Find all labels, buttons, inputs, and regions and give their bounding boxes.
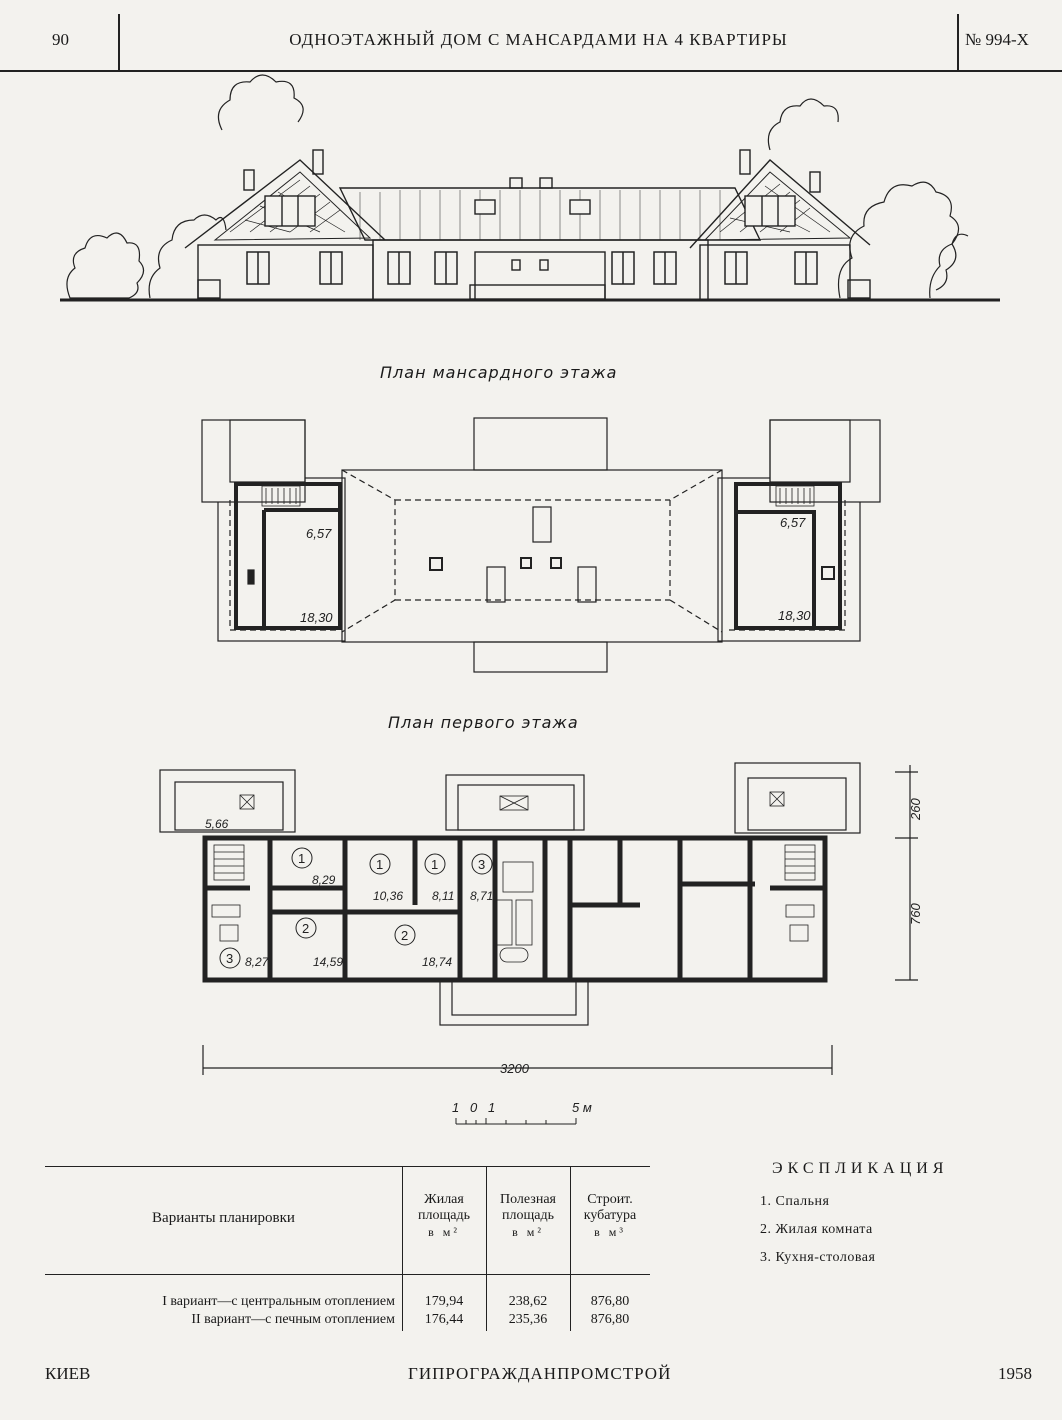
scale-tick-label: 0 [470, 1100, 478, 1115]
tree-left [66, 74, 304, 299]
header-divider [957, 14, 959, 70]
table-divider [570, 1166, 571, 1331]
explication-legend: ЭКСПЛИКАЦИЯ 1. Спальня 2. Жилая комната … [760, 1160, 948, 1266]
explication-item: 1. Спальня [760, 1194, 830, 1209]
room-marker: 1 [376, 857, 383, 872]
table-row-label: I вариант—с центральным отоплением [162, 1294, 395, 1309]
project-number: № 994-Х [965, 30, 1029, 49]
room-marker: 3 [478, 857, 485, 872]
ground-floor-plan [159, 762, 918, 1075]
room-marker: 1 [298, 851, 305, 866]
ground-area-label: 8,11 [432, 889, 454, 903]
room-markers: 1 1 1 3 2 2 3 [219, 847, 493, 969]
scale-tick-label: 1 [488, 1100, 495, 1115]
table-divider [486, 1166, 487, 1331]
page-number: 90 [52, 30, 69, 49]
ground-area-label: 10,36 [373, 889, 403, 903]
page-title: ОДНОЭТАЖНЫЙ ДОМ С МАНСАРДАМИ НА 4 КВАРТИ… [289, 30, 788, 49]
attic-area-label: 6,57 [780, 515, 806, 530]
header-divider [118, 14, 120, 70]
ground-area-label: 14,59 [313, 955, 343, 969]
ground-area-label: 8,71 [470, 889, 493, 903]
table-cell: 235,36 [508, 1312, 548, 1327]
footer-publisher: ГИПРОГРАЖДАНПРОМСТРОЙ [408, 1364, 672, 1383]
ground-area-label: 18,74 [422, 955, 452, 969]
table-rule [45, 1274, 650, 1275]
table-cell: 179,94 [424, 1294, 464, 1309]
tree-right [767, 98, 969, 299]
scale-end-label: 5 м [572, 1100, 592, 1115]
table-row-header: Варианты планировки [152, 1210, 295, 1226]
table-column-header: Полезная площадь в м² [500, 1192, 556, 1239]
dimension-width-label: 3200 [500, 1061, 530, 1076]
explication-title: ЭКСПЛИКАЦИЯ [772, 1160, 949, 1177]
table-cell: 176,44 [424, 1312, 464, 1327]
attic-area-label: 18,30 [300, 610, 333, 625]
attic-area-labels: 6,57 18,30 6,57 18,30 [300, 515, 811, 625]
attic-floor-plan [201, 417, 881, 673]
page-header: 90 ОДНОЭТАЖНЫЙ ДОМ С МАНСАРДАМИ НА 4 КВА… [0, 0, 1062, 72]
ground-area-label: 8,29 [312, 873, 336, 887]
attic-area-label: 18,30 [778, 608, 811, 623]
table-divider [402, 1166, 403, 1331]
dimension-depth-label: 760 [908, 903, 923, 925]
room-marker: 2 [302, 921, 309, 936]
table-cell: 238,62 [508, 1294, 548, 1309]
explication-item: 2. Жилая комната [760, 1222, 873, 1237]
table-column-header: Строит. кубатура в м³ [583, 1192, 637, 1239]
room-marker: 1 [431, 857, 438, 872]
attic-area-label: 6,57 [306, 526, 332, 541]
table-cell: 876,80 [590, 1312, 630, 1327]
footer-city: КИЕВ [45, 1364, 91, 1383]
table-cell: 876,80 [590, 1294, 630, 1309]
facade-elevation [60, 74, 1000, 302]
scale-tick-label: 1 [452, 1100, 459, 1115]
room-marker: 2 [401, 928, 408, 943]
room-marker: 3 [226, 951, 233, 966]
ground-plan-caption: План первого этажа [388, 713, 579, 732]
footer-year: 1958 [998, 1364, 1032, 1383]
explication-item: 3. Кухня-столовая [760, 1250, 876, 1265]
table-row-label: II вариант—с печным отоплением [191, 1312, 395, 1327]
ground-area-label: 8,27 [245, 955, 270, 969]
ground-area-labels: 5,66 8,29 10,36 8,11 8,71 14,59 18,74 8,… [205, 817, 493, 969]
dimension-porch-label: 260 [908, 798, 923, 821]
table-rule [45, 1166, 650, 1167]
attic-plan-caption: План мансардного этажа [380, 363, 618, 382]
ground-area-label: 5,66 [205, 817, 229, 831]
scale-bar [455, 1118, 577, 1125]
table-column-header: Жилая площадь в м² [418, 1192, 470, 1239]
